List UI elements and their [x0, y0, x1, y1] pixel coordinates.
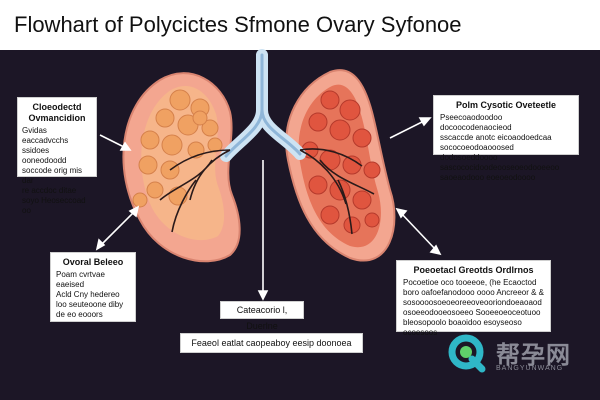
watermark-text: 帮孕网: [496, 341, 571, 369]
arrow-top-left: [99, 134, 127, 149]
info-box-mid-left: Ovoral Beleeo Poam cvrtvae eaeised Acld …: [50, 252, 136, 322]
arrow-bottom-right: [399, 211, 437, 251]
arrow-bottom-right-head: [429, 244, 442, 256]
follicle: [339, 99, 361, 121]
follicle: [320, 90, 340, 110]
arrow-top-right-head: [418, 117, 432, 127]
box-heading: Cateacorio l, Duerlne: [236, 305, 288, 331]
box-body: Pocoetioe oco tooeeoe, (he Ecaoctod boro…: [403, 278, 544, 337]
info-box-top-left: Cloeodectd Ovmancidion Gvidas eaccadvcch…: [17, 97, 97, 215]
info-box-top-right: Polm Cysotic Oveteetle Pseecoaodoodoo do…: [433, 95, 579, 182]
watermark-q-icon: [448, 334, 486, 373]
box-heading: Feaeol eatlat caopeaboy eesip doonoea: [191, 338, 352, 348]
box-heading: Cloeodectd Ovmancidion: [28, 102, 86, 123]
arrow-mid-left-tail: [95, 238, 106, 251]
follicle: [161, 134, 183, 156]
info-box-bottom-right: Poeoetacl Greotds Ordlrnos Pocoetioe oco…: [396, 260, 551, 337]
follicle: [352, 128, 372, 148]
arrow-center-down-head: [257, 290, 269, 301]
right-vessels: [299, 148, 375, 235]
follicle: [207, 137, 223, 153]
follicle: [138, 155, 158, 175]
follicle: [140, 130, 160, 150]
follicle: [192, 110, 208, 126]
info-box-center: Cateacorio l, Duerlne: [220, 301, 304, 331]
arrow-mid-left-head: [128, 205, 140, 218]
box-body: Gvidas eaccadvcchs ssidoes ooneodoodd so…: [22, 126, 86, 215]
box-heading: Ovoral Beleeo: [62, 257, 124, 267]
box-body: Poam cvrtvae eaeised Acld Cny hedereo lo…: [56, 270, 124, 319]
box-heading: Poeoetacl Greotds Ordlrnos: [413, 265, 534, 275]
follicle: [364, 212, 380, 228]
follicle: [329, 119, 351, 141]
flow-arrows: [95, 117, 442, 301]
follicle: [308, 112, 328, 132]
follicle: [169, 89, 191, 111]
info-box-bottom: Feaeol eatlat caopeaboy eesip doonoea: [180, 333, 363, 353]
follicle: [155, 108, 175, 128]
left-vessels: [159, 149, 231, 233]
follicle: [308, 175, 328, 195]
follicle: [132, 192, 148, 208]
central-tube-highlight: [224, 53, 302, 158]
watermark-subtext: BANGYUNWANG: [496, 365, 564, 372]
watermark-logo: 帮孕网 BANGYUNWANG: [446, 333, 586, 373]
right-follicles: [301, 90, 381, 234]
page-title: Flowhart of Polycictes Sfmone Ovary Syfo…: [0, 0, 600, 50]
box-heading: Polm Cysotic Oveteetle: [455, 100, 557, 110]
arrow-top-right: [389, 119, 427, 139]
box-body: Pseecoaodoodoo docoocodenaocieod sscaccd…: [440, 113, 560, 182]
follicle: [320, 205, 340, 225]
follicle: [201, 119, 219, 137]
follicle: [363, 161, 381, 179]
follicle: [146, 181, 164, 199]
left-follicles: [132, 89, 223, 208]
arrow-bottom-right-tail: [395, 207, 408, 219]
arrow-mid-left: [99, 209, 137, 247]
arrow-top-left-head: [119, 141, 132, 151]
follicle: [352, 190, 372, 210]
follicle: [168, 186, 188, 206]
